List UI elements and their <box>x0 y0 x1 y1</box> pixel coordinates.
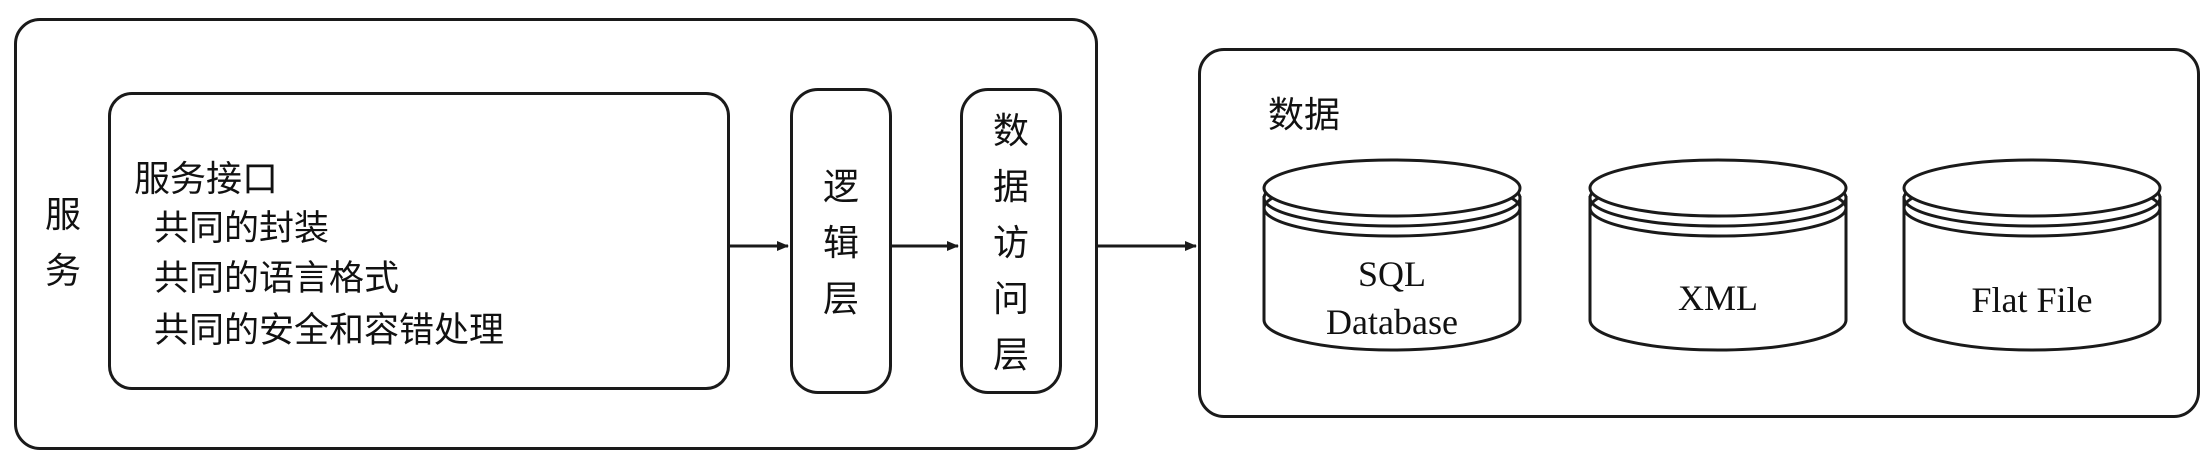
logic-layer-char: 逻 <box>822 167 859 208</box>
xml-label: XML <box>1678 278 1758 318</box>
data-access-char: 访 <box>992 223 1029 264</box>
service-interface-item: 共同的封装 <box>154 209 330 249</box>
service-label-char: 服 <box>44 195 81 236</box>
service-group-label: 服 务 <box>38 188 88 300</box>
logic-layer-box <box>790 88 892 394</box>
data-access-char: 层 <box>992 335 1029 376</box>
data-access-char: 据 <box>992 167 1029 208</box>
flat-file-label: Flat File <box>1971 280 2092 320</box>
data-access-layer-label: 数 据 访 问 层 <box>986 104 1036 384</box>
service-label-char: 务 <box>44 251 81 292</box>
xml-cylinder <box>1588 158 1848 352</box>
data-access-char: 问 <box>992 279 1029 320</box>
logic-layer-char: 辑 <box>822 223 859 264</box>
service-interface-title: 服务接口 <box>134 159 279 200</box>
service-interface-item: 共同的语言格式 <box>154 259 400 299</box>
data-group-title: 数据 <box>1268 95 1341 136</box>
sql-database-cylinder <box>1262 158 1522 352</box>
data-access-layer-box <box>960 88 1062 394</box>
sql-database-label-line1: SQL <box>1358 254 1426 294</box>
logic-layer-char: 层 <box>822 279 859 320</box>
flat-file-cylinder <box>1902 158 2162 352</box>
logic-layer-label: 逻 辑 层 <box>816 160 866 328</box>
service-interface-item: 共同的安全和容错处理 <box>154 311 505 351</box>
sql-database-label-line2: Database <box>1326 302 1458 342</box>
data-access-char: 数 <box>992 111 1029 152</box>
service-interface-box <box>108 92 730 390</box>
